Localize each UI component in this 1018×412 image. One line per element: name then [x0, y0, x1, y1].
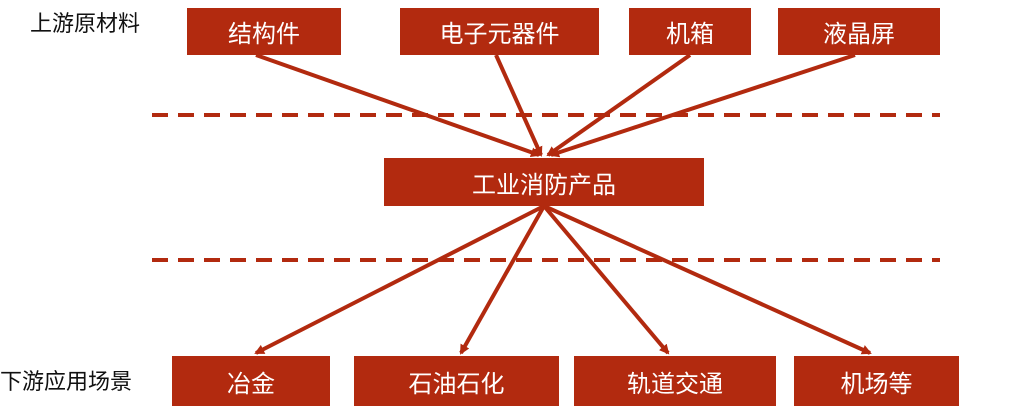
arrow-upstream-3 [546, 53, 692, 157]
arrow-downstream-4 [543, 204, 872, 355]
upstream-box-chassis: 机箱 [629, 8, 751, 55]
upstream-box-electronic-components: 电子元器件 [400, 8, 599, 55]
arrow-downstream-2 [459, 205, 546, 355]
downstream-box-airports-etc: 机场等 [794, 356, 959, 406]
arrow-downstream-3 [542, 204, 670, 355]
center-box-industrial-fire-products: 工业消防产品 [384, 158, 704, 206]
arrow-downstream-1 [254, 204, 545, 355]
downstream-box-rail-transit: 轨道交通 [574, 356, 776, 406]
arrow-upstream-4 [549, 53, 856, 158]
upstream-box-structural-parts: 结构件 [187, 8, 341, 55]
downstream-box-metallurgy: 冶金 [172, 356, 330, 406]
downstream-label: 下游应用场景 [0, 370, 133, 395]
upstream-label: 上游原材料 [30, 12, 141, 37]
arrow-upstream-1 [255, 53, 541, 158]
arrow-upstream-2 [494, 54, 543, 157]
upstream-box-lcd-screen: 液晶屏 [778, 8, 940, 55]
downstream-box-petrochemical: 石油石化 [354, 356, 559, 406]
